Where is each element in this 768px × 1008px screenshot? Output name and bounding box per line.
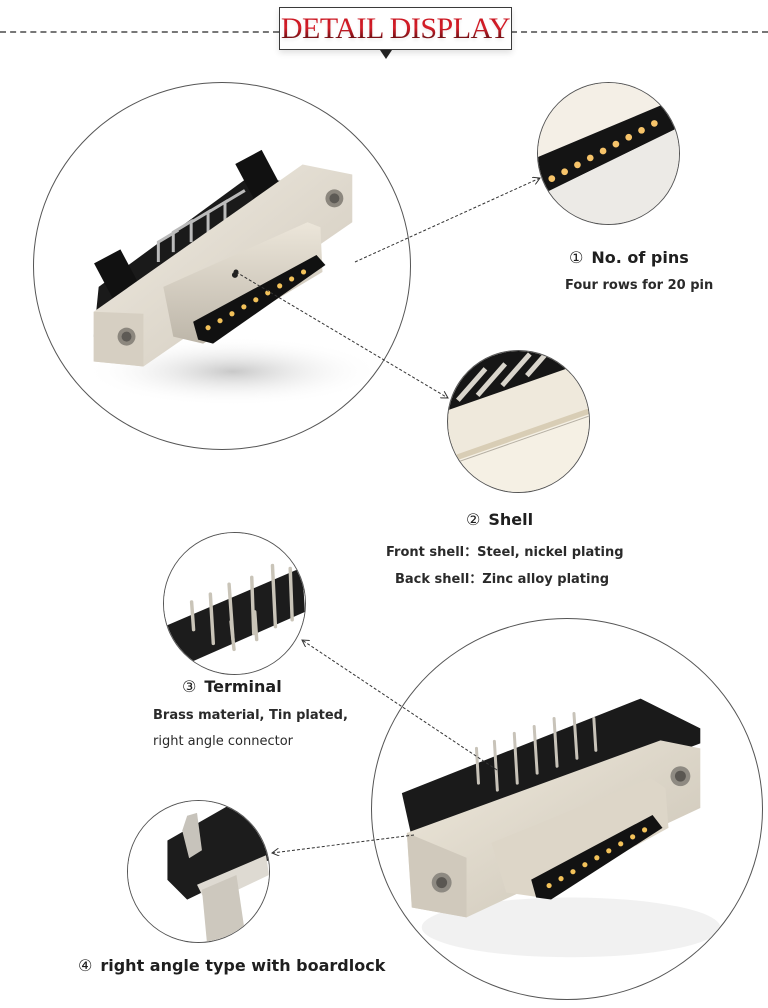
header-pointer-icon bbox=[380, 50, 392, 59]
section-title: DETAIL DISPLAY bbox=[280, 11, 511, 45]
image-pins-closeup bbox=[537, 82, 680, 225]
feature-3-desc-1: Brass material, Tin plated, bbox=[153, 708, 348, 723]
feature-2-desc-front: Front shell：Steel, nickel plating bbox=[386, 545, 624, 560]
feature-2-number: ② bbox=[466, 510, 481, 529]
header-divider-left bbox=[0, 31, 279, 33]
section-header: DETAIL DISPLAY bbox=[279, 7, 512, 50]
feature-3-desc-2: right angle connector bbox=[153, 734, 293, 749]
image-connector-main-top bbox=[33, 82, 411, 450]
image-boardlock-closeup bbox=[127, 800, 270, 943]
terminal-closeup-illustration bbox=[164, 533, 305, 674]
pins-closeup-illustration bbox=[538, 83, 679, 224]
connector-illustration bbox=[83, 149, 383, 407]
feature-3-number: ③ bbox=[182, 677, 197, 696]
boardlock-closeup-illustration bbox=[128, 801, 269, 942]
feature-4-number: ④ bbox=[78, 956, 93, 975]
shell-closeup-illustration bbox=[448, 351, 589, 492]
header-divider-right bbox=[511, 31, 768, 33]
image-connector-main-bottom bbox=[371, 618, 763, 1000]
connector-right-angle-illustration bbox=[401, 698, 721, 958]
image-terminal-closeup bbox=[163, 532, 306, 675]
feature-1-desc: Four rows for 20 pin bbox=[565, 278, 714, 293]
image-shell-closeup bbox=[447, 350, 590, 493]
feature-2-desc-back: Back shell：Zinc alloy plating bbox=[395, 572, 610, 587]
feature-1-number: ① bbox=[569, 248, 584, 267]
